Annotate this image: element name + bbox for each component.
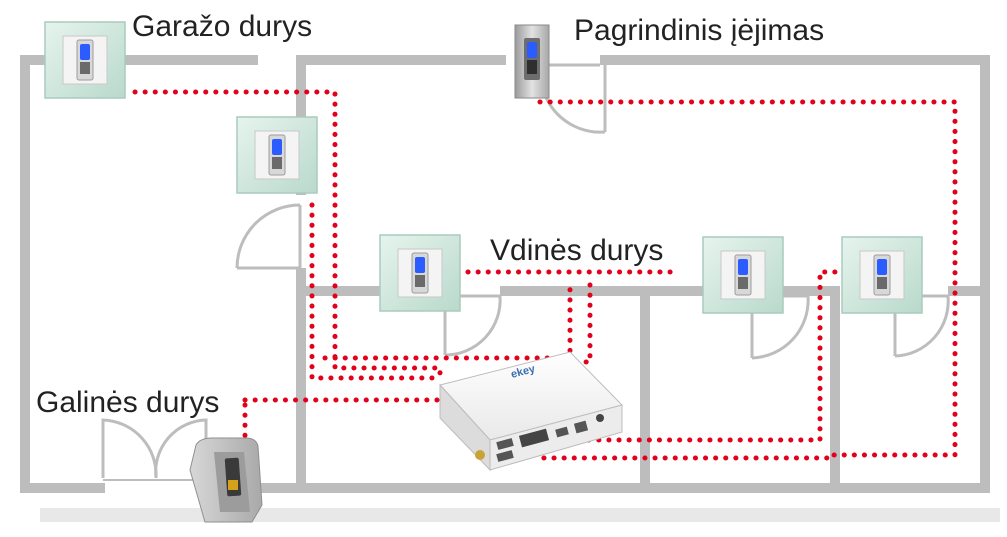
reader-garage-inner [236,116,318,194]
fingerprint-reader-icon [702,236,784,314]
wire-interior-1c [537,282,593,365]
wire-garage-inner [309,202,443,381]
reader-garage-door [44,21,126,99]
label-back-door: Galinės durys [32,388,224,418]
reader-interior-1 [379,234,461,312]
fingerprint-reader-icon [379,234,461,312]
reader-main-entrance [514,24,550,99]
wire-garage [132,89,443,385]
label-garage-door: Garažo durys [128,12,317,42]
fingerprint-reader-icon [841,236,923,314]
reader-interior-2 [702,236,784,314]
reader-back-door [189,437,263,523]
wire-main-entrance [537,99,958,458]
label-interior-doors: Vdinės durys [486,236,668,266]
fingerprint-reader-icon [44,21,126,99]
walls [20,55,990,493]
wire-interior-2 [537,269,848,461]
floor-shadow [40,508,1000,522]
reader-interior-3 [841,236,923,314]
control-unit: ekey [439,351,623,472]
fingerprint-reader-icon [236,116,318,194]
label-main-entrance: Pagrindinis įėjimas [570,16,829,46]
